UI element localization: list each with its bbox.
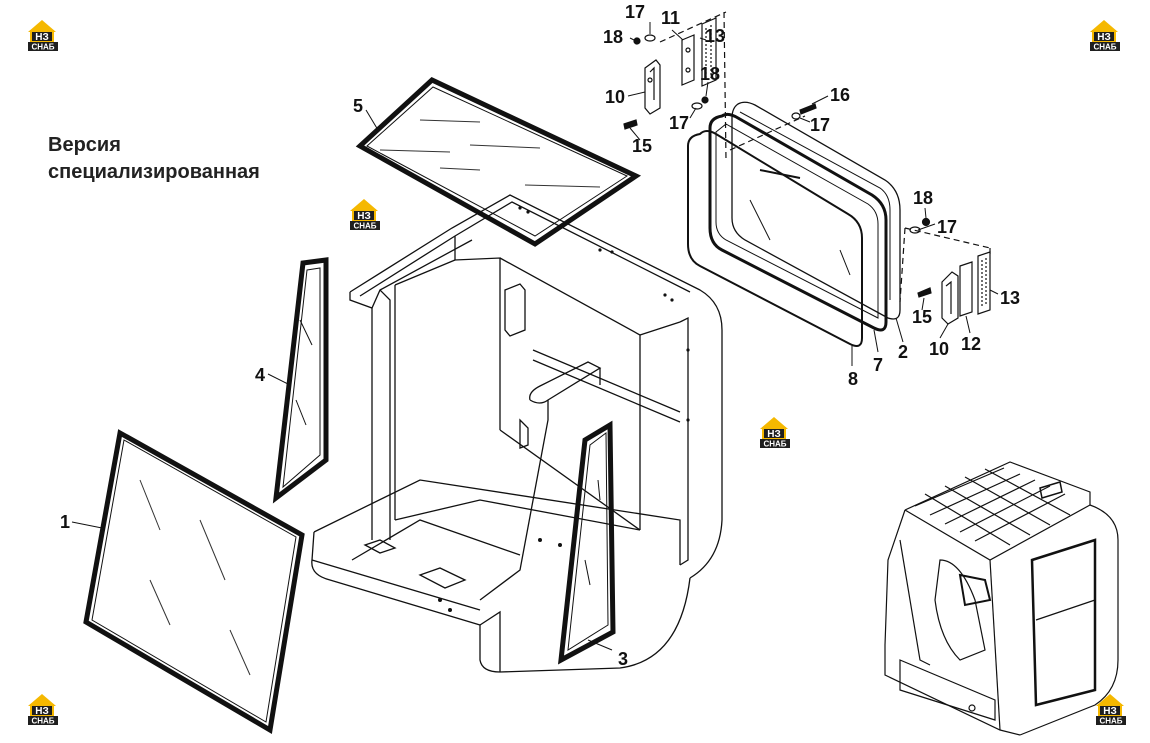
svg-text:НЗ: НЗ [357,211,371,222]
callout-13-top: 13 [705,26,725,46]
diagram-caption: Версия специализированная [48,132,260,186]
callout-3: 3 [618,649,628,669]
front-windshield [83,429,305,735]
callout-12: 12 [961,334,981,354]
svg-text:СНАБ: СНАБ [763,440,786,449]
callout-1: 1 [60,512,70,532]
callout-17-top-2: 17 [669,113,689,133]
svg-text:СНАБ: СНАБ [31,43,54,52]
caption-line-2: специализированная [48,161,260,183]
inset-assembled-cab [884,461,1119,736]
svg-text:НЗ: НЗ [35,32,49,43]
caption-line-1: Версия [48,134,121,156]
roof-glass [355,77,642,247]
callout-15-top: 15 [632,136,652,156]
svg-text:СНАБ: СНАБ [353,222,376,231]
logo-bottom-right: НЗ СНАБ [1096,694,1126,726]
callout-2: 2 [898,342,908,362]
callout-5: 5 [353,96,363,116]
logo-top-right: НЗ СНАБ [1090,20,1120,52]
callout-17-top-1: 17 [625,2,645,22]
latch-hardware-right [899,217,991,325]
callout-18-top-2: 18 [700,64,720,84]
callout-4: 4 [255,365,265,385]
callout-10-right: 10 [929,339,949,359]
callout-10-top: 10 [605,87,625,107]
right-door-glass [557,420,616,665]
callout-8: 8 [848,369,858,389]
latch-hardware-top [623,11,817,161]
svg-text:СНАБ: СНАБ [31,717,54,726]
leader-lines [71,22,999,651]
callout-15-right: 15 [912,307,932,327]
svg-text:НЗ: НЗ [767,429,781,440]
rear-window-assembly [687,101,901,347]
logo-bottom-left: НЗ СНАБ [28,694,58,726]
svg-text:НЗ: НЗ [1097,32,1111,43]
svg-text:СНАБ: СНАБ [1093,43,1116,52]
logo-top-left: НЗ СНАБ [28,20,58,52]
left-side-glass [272,257,329,504]
svg-text:НЗ: НЗ [35,706,49,717]
svg-text:СНАБ: СНАБ [1099,717,1122,726]
callout-11: 11 [661,8,680,28]
callout-18-right: 18 [913,188,933,208]
logo-center-right: НЗ СНАБ [760,417,790,449]
callout-18-top-1: 18 [603,27,623,47]
callout-17-mid: 17 [810,115,830,135]
callout-7: 7 [873,355,883,375]
callout-16: 16 [830,85,850,105]
callout-labels: 1 4 5 3 10 17 18 11 13 18 17 15 16 17 8 … [60,2,1020,669]
logo-center-left: НЗ СНАБ [350,199,380,231]
svg-text:НЗ: НЗ [1103,706,1117,717]
cab-frame [311,194,723,673]
callout-17-right: 17 [937,217,957,237]
callout-13-right: 13 [1000,288,1020,308]
